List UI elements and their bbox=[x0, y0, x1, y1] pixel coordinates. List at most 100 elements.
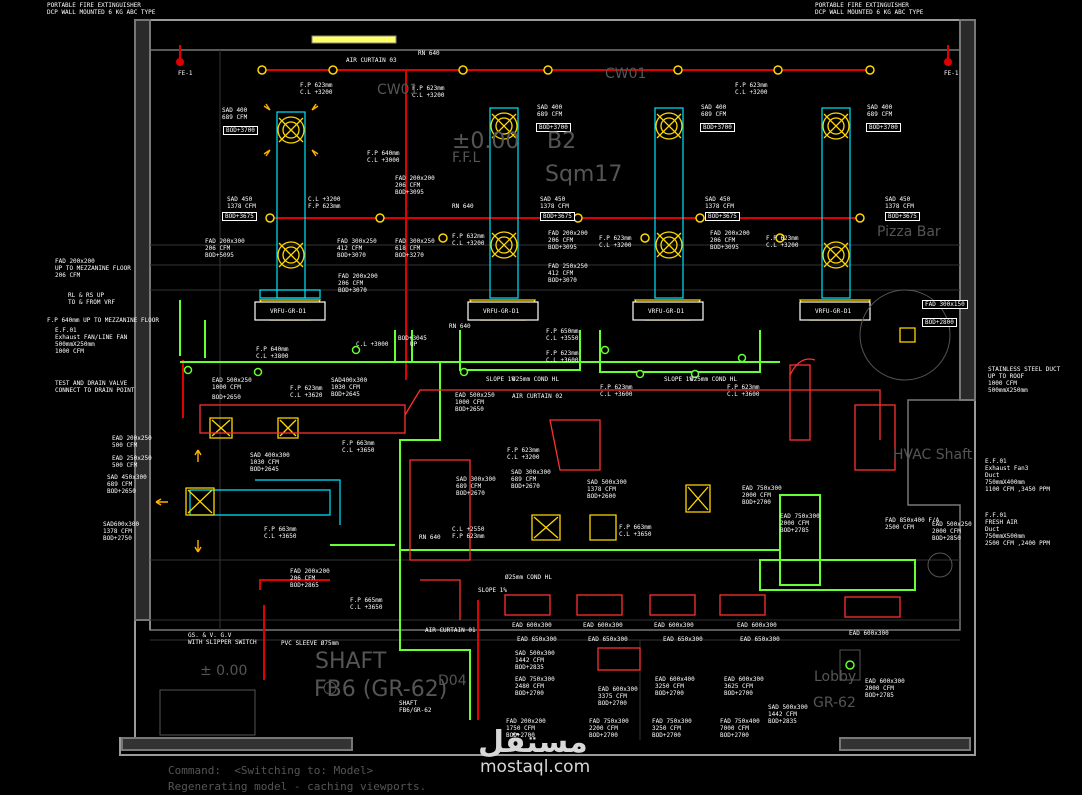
annotation-sad-500x300b: SAD 500x300 1442 CFM BOD+2835 bbox=[515, 650, 555, 671]
annotation-vrfu-1: VRFU-GR-D1 bbox=[270, 308, 307, 315]
annotation-ead-600x300b: EAD 600x300 3625 CFM BOD+2700 bbox=[724, 676, 764, 697]
fire-extinguisher-left-icon bbox=[176, 58, 184, 66]
annotation-fp-cl-top2: F.P 623mm C.L +3200 bbox=[412, 85, 445, 99]
annotation-up-label: UP bbox=[410, 341, 418, 348]
annotation-vrfu-3: VRFU-GR-D1 bbox=[648, 308, 685, 315]
room-label-shaft-r: HVAC Shaft bbox=[893, 447, 973, 463]
annotation-ead-600a: EAD 600x300 bbox=[512, 622, 552, 629]
annotation-fad-c: FAD 300x250 618 CFM BOD+3270 bbox=[395, 238, 435, 259]
annotation-slope3: SLOPE 1% bbox=[478, 587, 507, 594]
annotation-fp-cl-9: F.P 623mm C.L +3600 bbox=[546, 350, 579, 364]
green-piping bbox=[179, 300, 916, 720]
annotation-ead-600b: EAD 600x300 bbox=[583, 622, 623, 629]
annotation-sad-400x300b: SAD 400x300 1030 CFM BOD+2645 bbox=[250, 452, 290, 473]
annotation-fe1-left: FE-1 bbox=[178, 70, 193, 77]
cyan-ducts bbox=[189, 107, 851, 525]
annotation-pvc-sleeve: PVC SLEEVE Ø75mm bbox=[281, 640, 339, 647]
annotation-fp-cl-mid: F.P 640mm C.L +3000 bbox=[367, 150, 400, 164]
annotation-fad-1: FAD 200x200 1750 CFM BOD+2700 bbox=[506, 718, 546, 739]
annotation-sad-500x300c: SAD 500x300 1442 CFM BOD+2835 bbox=[768, 704, 808, 725]
annotation-sad-6b: BOD+3675 bbox=[540, 212, 575, 221]
annotation-fp-cl-12: F.P 623mm C.L +3600 bbox=[727, 384, 760, 398]
room-label-cw01-b: CW01 bbox=[605, 66, 647, 82]
annotation-shaft-lbl2: SHAFT bbox=[399, 700, 418, 707]
annotation-ead-600x300: EAD 600x300 3375 CFM BOD+2700 bbox=[598, 686, 638, 707]
room-label-gr: GR-62 bbox=[813, 695, 856, 711]
annotation-slope2: SLOPE 1% bbox=[664, 376, 693, 383]
annotation-fad-2: FAD 750x300 2200 CFM BOD+2700 bbox=[589, 718, 629, 739]
annotation-sad-7b: BOD+3675 bbox=[705, 212, 740, 221]
annotation-fad-200: FAD 200x200 206 CFM BOD+2865 bbox=[290, 568, 330, 589]
annotation-sad-2: SAD 400 689 CFM bbox=[537, 104, 563, 118]
annotation-ead-600c: EAD 600x300 bbox=[654, 622, 694, 629]
annotation-ead-600e: EAD 600x300 bbox=[849, 630, 889, 637]
annotation-rn640-d: RN 640 bbox=[419, 534, 441, 541]
annotation-fad-4: FAD 750x400 7000 CFM BOD+2700 bbox=[720, 718, 760, 739]
annotation-bod-300x150: BOD+2800 bbox=[922, 318, 957, 327]
supply-arrows bbox=[155, 103, 319, 553]
room-label-ff: F.F.L bbox=[452, 150, 481, 166]
annotation-ead-500: EAD 500x250 2000 CFM BOD+2850 bbox=[932, 521, 972, 542]
annotation-fad-f: FAD 250x250 412 CFM BOD+3070 bbox=[548, 263, 588, 284]
annotation-sad-5: SAD 450 1378 CFM bbox=[227, 196, 256, 210]
grid-lines bbox=[150, 50, 960, 740]
annotation-fp-cl-5: F.P 623mm C.L +3200 bbox=[599, 235, 632, 249]
annotation-ead-600x400: EAD 600x400 3250 CFM BOD+2700 bbox=[655, 676, 695, 697]
annotation-fp-mezz: F.P 640mm UP TO MEZZANINE FLOOR bbox=[47, 317, 159, 324]
annotation-sad-400x300: SAD400x300 1030 CFM BOD+2645 bbox=[331, 377, 368, 398]
vrf-units bbox=[254, 301, 871, 321]
annotation-ead-650d: EAD 650x300 bbox=[740, 636, 780, 643]
room-label-shaft-b: SHAFT bbox=[315, 649, 387, 674]
annotation-fire-ext-left: PORTABLE FIRE EXTINGUISHER DCP WALL MOUN… bbox=[47, 2, 156, 16]
annotation-sad-5b: BOD+3675 bbox=[222, 212, 257, 221]
annotation-ef01: E.F.01 Exhaust FAN/LINE FAN 500mmX250mm … bbox=[55, 327, 128, 355]
annotation-fp-cl-4: F.P 632mm C.L +3200 bbox=[452, 233, 485, 247]
annotation-sad-300x300b: SAD 300x300 689 CFM BOD+2670 bbox=[511, 469, 551, 490]
annotation-ead-2: EAD 500x250 1000 CFM BOD+2650 bbox=[455, 392, 495, 413]
annotation-ead-600d: EAD 600x300 bbox=[737, 622, 777, 629]
annotation-fp-cl-17: F.P 665mm C.L +3650 bbox=[350, 597, 383, 611]
annotation-sad-8: SAD 450 1378 CFM bbox=[885, 196, 914, 210]
annotation-fad-e: FAD 200x200 206 CFM BOD+3095 bbox=[710, 230, 750, 251]
annotation-ead-750: EAD 750x300 2000 CFM BOD+2700 bbox=[742, 485, 782, 506]
annotation-ead-3: EAD 200x250 500 CFM bbox=[112, 435, 152, 449]
annotation-fad-g: FAD 200x200 206 CFM BOD+3070 bbox=[338, 273, 378, 294]
annotation-cond-hl3: Ø25mm COND HL bbox=[505, 574, 552, 581]
annotation-bod-2650: BOD+2650 bbox=[212, 394, 241, 401]
annotation-sad-3b: BOD+3700 bbox=[700, 123, 735, 132]
annotation-fad-3: FAD 750x300 3250 CFM BOD+2700 bbox=[652, 718, 692, 739]
annotation-sad-500x300: SAD 500x300 1378 CFM BOD+2600 bbox=[587, 479, 627, 500]
annotation-fe1-right: FE-1 bbox=[944, 70, 959, 77]
annotation-sad-2b: BOD+3700 bbox=[536, 123, 571, 132]
annotation-bod-3045: BOD+3045 bbox=[398, 335, 427, 342]
annotation-fp-cl-13: F.P 663mm C.L +3650 bbox=[342, 440, 375, 454]
annotation-cl-2550: C.L +2550 F.P 623mm bbox=[452, 526, 485, 540]
annotation-air-curtain-03: AIR CURTAIN 03 bbox=[346, 57, 397, 64]
annotation-sad-8b: BOD+3675 bbox=[885, 212, 920, 221]
annotation-shaft-label: FB6/GR-62 bbox=[399, 707, 432, 714]
annotation-fp-cl-7: F.P 640mm C.L +3800 bbox=[256, 346, 289, 360]
annotation-sad-4: SAD 400 689 CFM bbox=[867, 104, 893, 118]
fire-extinguisher-right-icon bbox=[944, 58, 952, 66]
annotation-rl-rs: RL & RS UP TO & FROM VRF bbox=[68, 292, 115, 306]
room-label-cw01-a: CW01 bbox=[377, 82, 419, 98]
annotation-fp-cl-10: F.P 623mm C.L +3620 bbox=[290, 385, 323, 399]
annotation-ead-750c: EAD 750x300 2480 CFM BOD+2700 bbox=[515, 676, 555, 697]
annotation-fad-300x150: FAD 300x150 bbox=[922, 300, 968, 309]
annotation-cond-hl: Ø25mm COND HL bbox=[512, 376, 559, 383]
annotation-ead-1: EAD 500x250 1000 CFM bbox=[212, 377, 252, 391]
air-curtain-03 bbox=[311, 35, 397, 44]
annotation-fad-850: FAD 850x400 F/A 2500 CFM bbox=[885, 517, 940, 531]
watermark-latin: mostaql.com bbox=[480, 757, 591, 777]
room-label-area: ±0.00 bbox=[452, 129, 520, 154]
command-line-2: Regenerating model - caching viewports. bbox=[168, 780, 427, 793]
annotation-ead-750b: EAD 750x300 2000 CFM BOD+2785 bbox=[780, 513, 820, 534]
annotation-sad-300x300: SAD 300x300 689 CFM BOD+2670 bbox=[456, 476, 496, 497]
room-label-d04: D04 bbox=[438, 673, 467, 689]
annotation-ss-duct: STAINLESS STEEL DUCT UP TO ROOF 1000 CFM… bbox=[988, 366, 1061, 394]
annotation-sad-1b: BOD+3700 bbox=[223, 126, 258, 135]
annotation-cond-hl2: Ø25mm COND HL bbox=[690, 376, 737, 383]
red-pipe-nodes bbox=[257, 65, 875, 243]
watermark: مستقل mostaql.com bbox=[478, 725, 618, 785]
room-label-b2: B2 bbox=[547, 129, 577, 154]
